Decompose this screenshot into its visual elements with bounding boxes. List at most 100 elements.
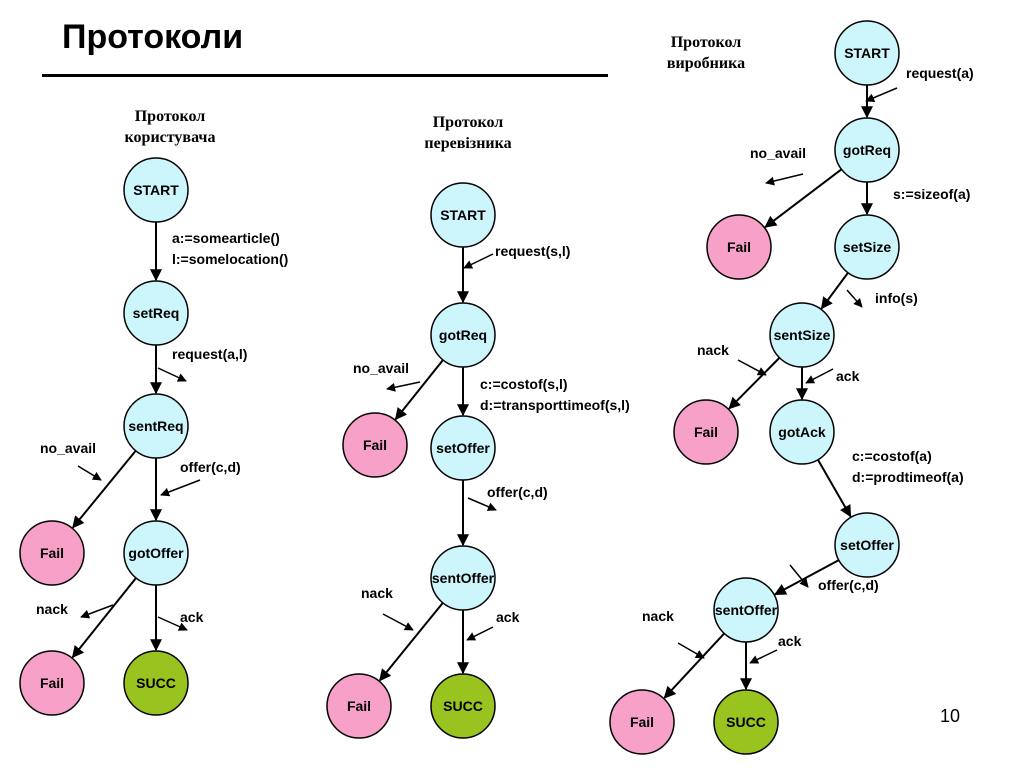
state-node-c_fail2: Fail [326, 673, 392, 739]
user-protocol-title: Протокол користувача [95, 106, 245, 148]
state-state-circle [834, 117, 900, 183]
message-arrow-c_sentoffer-c_succ [466, 626, 494, 641]
fail-state-circle [326, 673, 392, 739]
message-arrow-p_sentoffer-p_succ [749, 649, 778, 664]
user-protocol-title-line2: користувача [124, 129, 216, 146]
producer-protocol-title-line1: Протокол [670, 34, 742, 51]
transition-label: l:=somelocation() [172, 251, 288, 267]
state-node-c_sentoffer: sentOffer [430, 545, 496, 611]
message-arrow-p_start-p_gotreq [865, 87, 898, 103]
state-node-c_succ: SUCC [430, 673, 496, 739]
page-title: Протоколи [62, 18, 244, 56]
message-arrow-u_sentreq-u_gotoffer [160, 479, 201, 497]
state-state-circle [430, 182, 496, 248]
state-state-circle [769, 302, 835, 368]
transition-p_gotack-p_setoffer [817, 459, 852, 518]
message-arrow-p_setsize-p_sentsize [846, 289, 863, 308]
state-label: Fail [363, 437, 387, 453]
transition-label: d:=prodtimeof(a) [852, 469, 964, 485]
message-arrow-p_sentoffer-p_fail3 [677, 642, 705, 659]
state-label: sentOffer [715, 602, 778, 618]
state-label: START [133, 182, 179, 198]
state-state-circle [834, 20, 900, 86]
transition-label: ack [836, 368, 860, 384]
state-state-circle [123, 280, 189, 346]
transition-label: nack [36, 601, 68, 617]
message-arrow-c_gotreq-c_fail1 [386, 381, 421, 392]
state-node-p_setsize: setSize [834, 214, 900, 280]
success-state-circle [430, 673, 496, 739]
transition-u_sentreq-u_fail1 [72, 450, 137, 529]
state-node-p_setoffer: setOffer [834, 512, 900, 578]
state-label: gotOffer [128, 545, 184, 561]
state-state-circle [430, 545, 496, 611]
message-arrow-c_start-c_gotreq [463, 253, 494, 269]
producer-protocol-title-line2: виробника [666, 55, 746, 72]
transition-label: ack [496, 609, 520, 625]
fail-state-circle [342, 412, 408, 478]
transition-label: d:=transporttimeof(s,l) [480, 397, 630, 413]
transition-label: request(a,l) [172, 346, 247, 362]
state-label: SUCC [443, 698, 483, 714]
state-label: sentOffer [432, 570, 495, 586]
state-state-circle [834, 512, 900, 578]
state-node-u_fail2: Fail [19, 650, 85, 716]
success-state-circle [713, 689, 779, 755]
transition-label: offer(c,d) [180, 459, 241, 475]
state-node-p_sentsize: sentSize [769, 302, 835, 368]
fail-state-circle [673, 399, 739, 465]
state-node-u_fail1: Fail [19, 520, 85, 586]
transition-label: offer(c,d) [487, 484, 548, 500]
transition-label: ack [180, 609, 204, 625]
state-node-p_gotreq: gotReq [834, 117, 900, 183]
state-label: START [844, 45, 890, 61]
state-node-p_fail2: Fail [673, 399, 739, 465]
message-arrow-u_gotoffer-u_fail2 [80, 604, 114, 619]
success-state-circle [123, 650, 189, 716]
fail-state-circle [706, 214, 772, 280]
message-arrow-p_sentsize-p_fail2 [737, 359, 767, 376]
message-arrow-p_setoffer-p_sentoffer [789, 564, 809, 588]
message-arrow-p_sentsize-p_gotack [805, 368, 834, 384]
carrier-protocol-title: Протокол перевізника [393, 112, 543, 154]
state-node-p_start: START [834, 20, 900, 86]
state-label: Fail [40, 545, 64, 561]
state-label: Fail [694, 424, 718, 440]
transition-label: ack [778, 633, 802, 649]
transition-label: nack [697, 342, 729, 358]
transition-label: c:=costof(s,l) [480, 376, 568, 392]
state-label: sentSize [774, 327, 831, 343]
state-node-p_sentoffer: sentOffer [713, 577, 779, 643]
state-node-p_gotack: gotAck [769, 399, 835, 465]
transition-c_sentoffer-c_fail2 [379, 602, 444, 682]
fail-state-circle [19, 520, 85, 586]
message-arrow-u_setreq-u_sentreq [157, 367, 187, 382]
state-state-circle [430, 302, 496, 368]
state-label: START [440, 207, 486, 223]
state-state-circle [123, 393, 189, 459]
state-label: SUCC [726, 714, 766, 730]
transition-label: no_avail [353, 360, 409, 376]
message-arrow-u_sentreq-u_fail1 [77, 465, 102, 481]
state-node-u_sentreq: sentReq [123, 393, 189, 459]
transition-label: a:=somearticle() [172, 230, 280, 246]
state-label: setReq [133, 305, 180, 321]
state-node-u_succ: SUCC [123, 650, 189, 716]
state-node-p_fail1: Fail [706, 214, 772, 280]
state-state-circle [769, 399, 835, 465]
state-label: setOffer [436, 440, 490, 456]
fail-state-circle [19, 650, 85, 716]
transition-label: s:=sizeof(a) [893, 186, 970, 202]
state-label: gotReq [439, 327, 487, 343]
state-node-u_gotoffer: gotOffer [123, 520, 189, 586]
message-arrow-p_gotreq-p_fail1 [765, 173, 804, 186]
transition-p_setoffer-p_sentoffer [774, 559, 840, 596]
state-label: Fail [630, 714, 654, 730]
transition-u_gotoffer-u_fail2 [71, 577, 137, 659]
state-label: setSize [843, 239, 891, 255]
state-label: setOffer [840, 537, 894, 553]
state-label: Fail [40, 675, 64, 691]
state-node-c_fail1: Fail [342, 412, 408, 478]
state-label: SUCC [136, 675, 176, 691]
